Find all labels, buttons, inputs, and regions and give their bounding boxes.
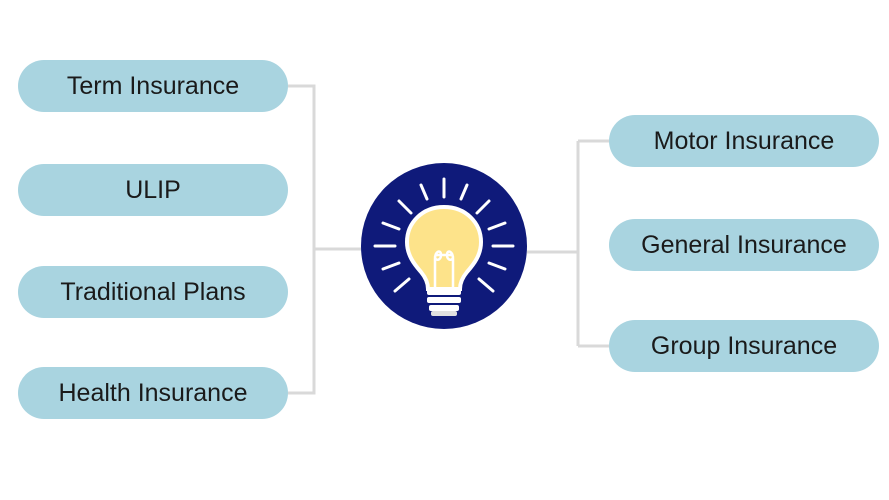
node-label: Group Insurance [650, 331, 838, 360]
node-traditional-plans: Traditional Plans [18, 266, 288, 318]
node-label: ULIP [125, 175, 181, 204]
node-group-insurance: Group Insurance [609, 320, 879, 372]
bulb-base [427, 289, 461, 316]
right-connector [527, 139, 609, 348]
bulb-filament [433, 250, 455, 291]
node-ulip: ULIP [18, 164, 288, 216]
node-label: General Insurance [641, 230, 847, 259]
node-health-insurance: Health Insurance [18, 367, 288, 419]
node-label: Term Insurance [66, 71, 240, 100]
node-label: Motor Insurance [653, 126, 835, 155]
node-label: Health Insurance [58, 378, 248, 407]
node-motor-insurance: Motor Insurance [609, 115, 879, 167]
bulb-rays [373, 177, 515, 293]
node-general-insurance: General Insurance [609, 219, 879, 271]
node-term-insurance: Term Insurance [18, 60, 288, 112]
left-connector [288, 84, 361, 395]
light-bulb-icon [361, 163, 527, 329]
node-label: Traditional Plans [60, 277, 246, 306]
